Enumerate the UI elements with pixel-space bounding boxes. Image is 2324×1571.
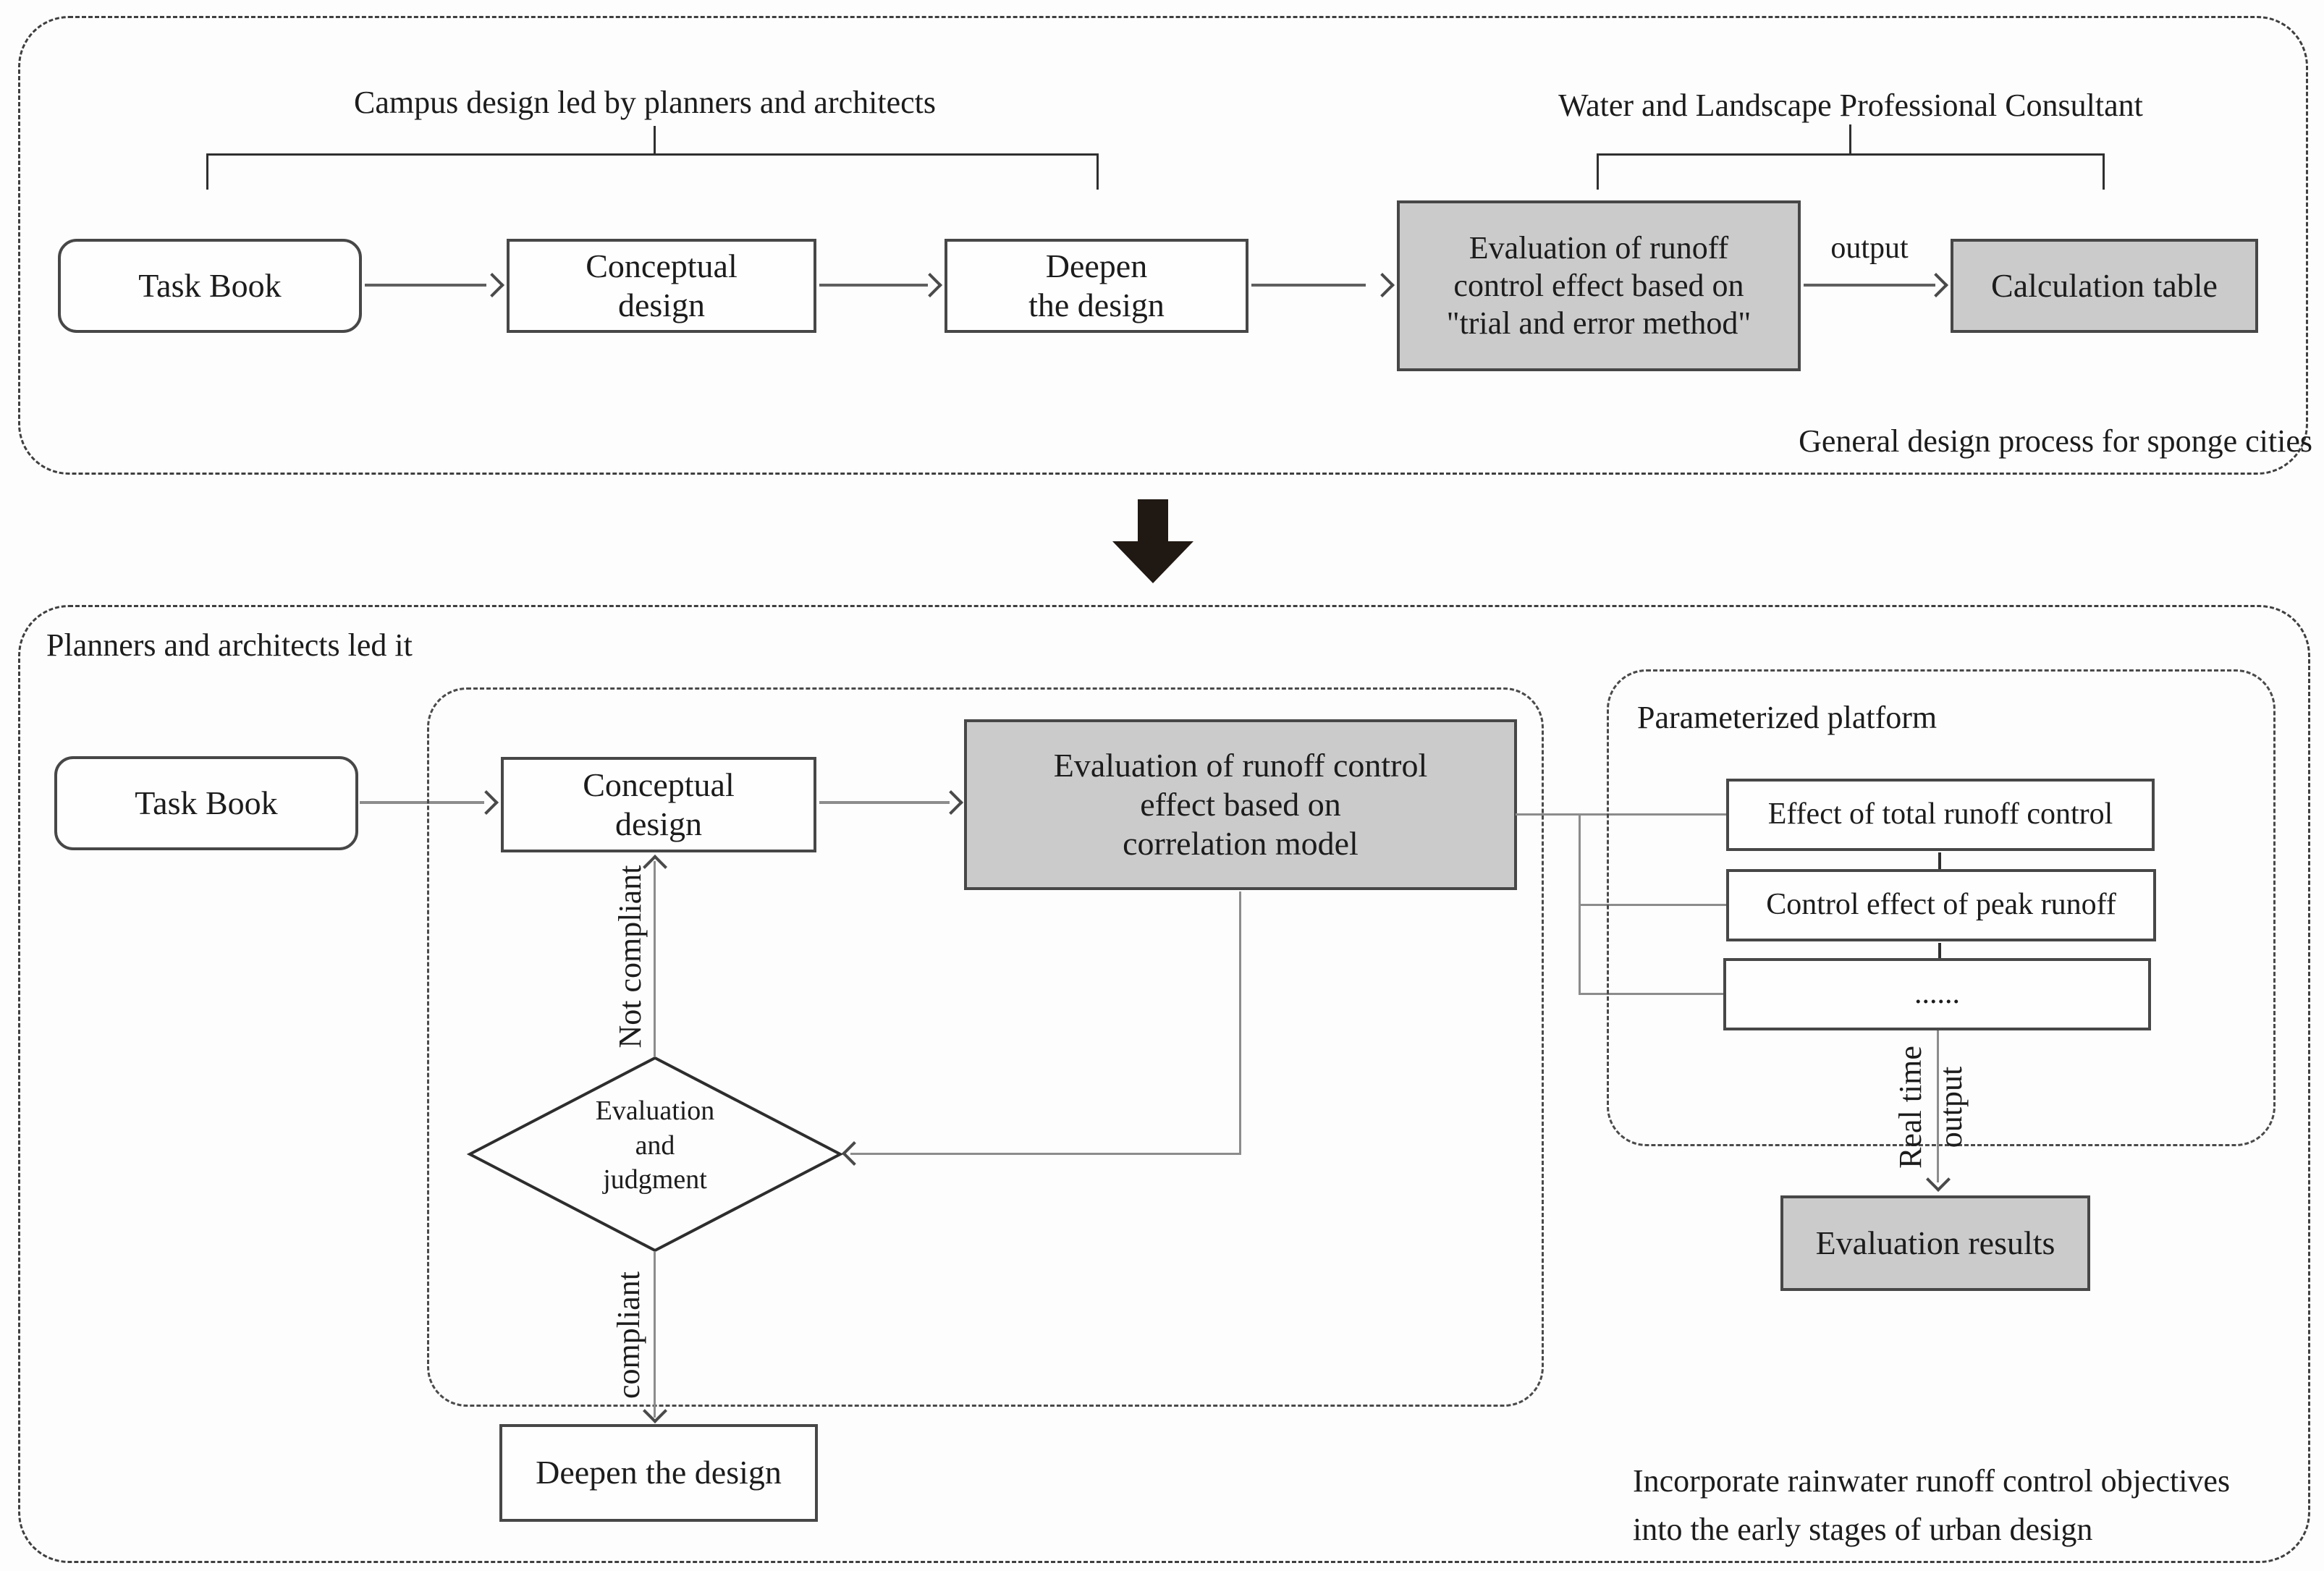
consultant-label: Water and Landscape Professional Consult… bbox=[1558, 88, 2143, 123]
bottom-panel-border bbox=[18, 605, 2310, 1563]
bracket-left-bar bbox=[206, 153, 1099, 156]
node-evaluation-trial-error: Evaluation of runoff control effect base… bbox=[1397, 200, 1801, 371]
realtime-output-label: Real time output bbox=[1893, 1046, 1969, 1169]
arrow-evaluation-calculation bbox=[1804, 284, 1935, 287]
bus-line-out bbox=[1516, 813, 1581, 816]
big-down-arrow-icon bbox=[1138, 499, 1168, 544]
node-evaluation-results: Evaluation results bbox=[1780, 1195, 2090, 1291]
bus-branch-1 bbox=[1581, 813, 1726, 816]
node-task-book-top: Task Book bbox=[58, 239, 362, 333]
design-loop-border bbox=[427, 687, 1544, 1407]
node-conceptual-design-top: Conceptual design bbox=[507, 239, 816, 333]
node-evaluation-correlation: Evaluation of runoff control effect base… bbox=[964, 719, 1517, 890]
campus-design-label: Campus design led by planners and archit… bbox=[353, 85, 936, 120]
decision-diamond bbox=[466, 1055, 844, 1253]
bracket-left-tick-right bbox=[1096, 153, 1099, 190]
arrow-deepen-evaluation-top bbox=[1251, 284, 1366, 287]
big-down-arrow-head-icon bbox=[1112, 541, 1193, 583]
output-label: output bbox=[1830, 232, 1909, 265]
arrow-conceptual-deepen-top bbox=[819, 284, 928, 287]
feedback-line-horizontal bbox=[850, 1153, 1241, 1155]
bus-line-vertical bbox=[1579, 813, 1581, 995]
arrow-taskbook-conceptual-top bbox=[365, 284, 486, 287]
bracket-right-tick-right bbox=[2103, 153, 2105, 190]
bottom-panel-caption: Incorporate rainwater runoff control obj… bbox=[1633, 1463, 2231, 1547]
not-compliant-line bbox=[654, 861, 656, 1057]
platform-item-ellipsis: ...... bbox=[1723, 958, 2151, 1030]
platform-connector-2 bbox=[1938, 943, 1941, 958]
bracket-left-tick-left bbox=[206, 153, 208, 190]
bus-branch-3 bbox=[1581, 993, 1726, 995]
bracket-right-tick-left bbox=[1597, 153, 1599, 190]
decision-diamond-label: Evaluation and judgment bbox=[595, 1096, 715, 1195]
parameterized-platform-border bbox=[1607, 669, 2276, 1146]
platform-connector-1 bbox=[1938, 852, 1941, 869]
compliant-label: compliant bbox=[611, 1271, 646, 1399]
top-panel-border bbox=[18, 16, 2308, 475]
parameterized-platform-title: Parameterized platform bbox=[1637, 700, 1938, 735]
bracket-left-stub bbox=[654, 126, 656, 156]
bracket-right-stub bbox=[1849, 124, 1851, 156]
node-deepen-design-top: Deepen the design bbox=[945, 239, 1248, 333]
node-conceptual-design-bottom: Conceptual design bbox=[501, 757, 816, 852]
top-panel-caption: General design process for sponge cities bbox=[1799, 423, 2312, 459]
node-task-book-bottom: Task Book bbox=[54, 756, 358, 850]
platform-item-peak-runoff: Control effect of peak runoff bbox=[1726, 869, 2156, 941]
feedback-line-vertical bbox=[1239, 892, 1241, 1154]
bus-branch-2 bbox=[1581, 904, 1726, 906]
not-compliant-label: Not compliant bbox=[612, 865, 648, 1049]
realtime-output-line bbox=[1937, 1030, 1939, 1182]
arrow-conceptual-evaluation-bottom bbox=[819, 801, 950, 804]
bracket-right-bar bbox=[1597, 153, 2105, 156]
compliant-line bbox=[654, 1251, 656, 1418]
planners-led-label: Planners and architects led it bbox=[46, 627, 413, 663]
node-deepen-design-bottom: Deepen the design bbox=[499, 1424, 818, 1522]
platform-item-total-runoff: Effect of total runoff control bbox=[1726, 779, 2155, 851]
node-calculation-table: Calculation table bbox=[1951, 239, 2258, 333]
arrow-taskbook-conceptual-bottom bbox=[360, 801, 484, 804]
